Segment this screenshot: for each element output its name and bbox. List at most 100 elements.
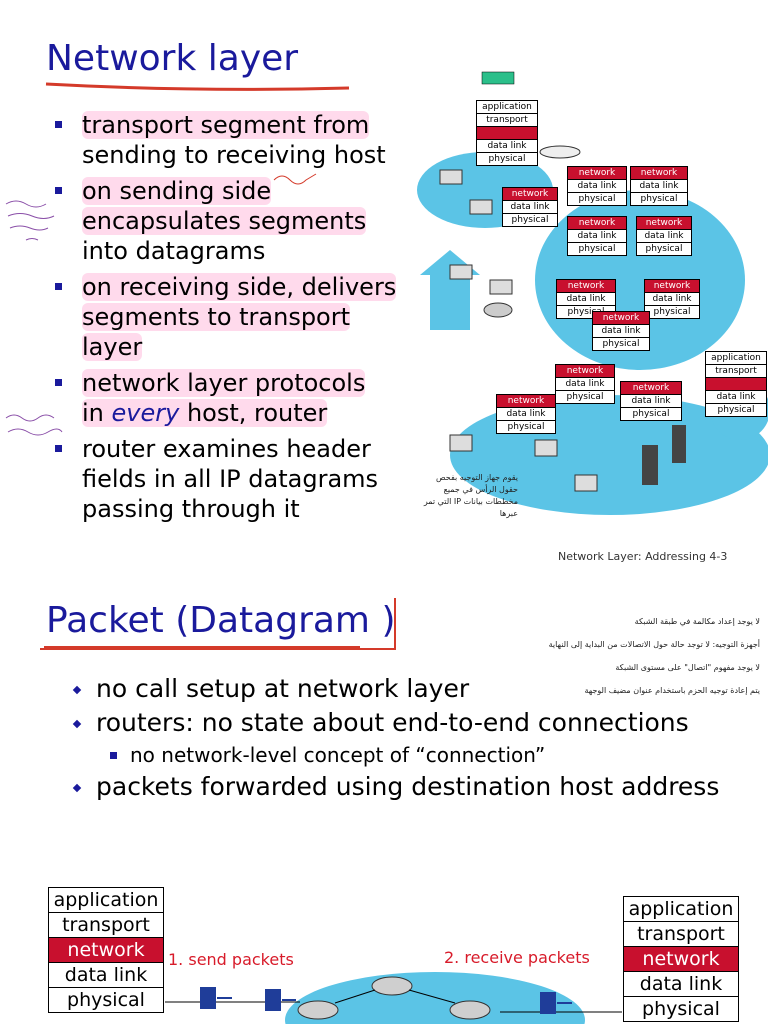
bullet-text: no network-level concept of “connection” <box>130 743 546 767</box>
router-stack: network data link physical <box>496 394 556 434</box>
router-icon <box>449 1000 491 1020</box>
bullet-text: segments to transport <box>82 303 351 331</box>
layer-data-link: data link <box>645 293 699 306</box>
bullet-diamond-icon <box>72 719 82 729</box>
layer-data-link: data link <box>49 963 163 988</box>
layer-physical: physical <box>67 989 145 1011</box>
arabic-note: لا يوجد إعداد مكالمة في طبقة الشبكة <box>634 617 760 626</box>
layer-application: application <box>706 352 766 365</box>
router-stack: network data link physical <box>644 279 700 319</box>
router-stack: network data link physical <box>636 216 692 256</box>
layer-physical: physical <box>567 307 605 317</box>
router-stack: network data link physical <box>502 187 558 227</box>
packet-icon <box>200 987 216 1009</box>
arabic-note: أجهزة التوجيه: لا توجد حالة حول الاتصالا… <box>548 640 760 649</box>
pc-icon <box>449 434 473 452</box>
layer-network: network <box>645 280 699 293</box>
bullet-packets-forwarded: packets forwarded using destination host… <box>72 770 720 804</box>
layer-physical: physical <box>645 244 683 254</box>
laptop-icon <box>439 169 463 185</box>
slide2-title: Packet (Datagram ) <box>46 600 396 641</box>
send-packets-label: 1. send packets <box>168 950 294 969</box>
layer-network: network <box>556 365 614 378</box>
layer-data-link: data link <box>497 408 555 421</box>
layer-physical: physical <box>653 307 691 317</box>
layer-physical: physical <box>640 194 678 204</box>
router-icon <box>371 976 413 996</box>
bullet-text: on sending side <box>82 177 272 205</box>
layer-network: network <box>557 280 615 293</box>
arabic-notes: لا يوجد إعداد مكالمة في طبقة الشبكة أجهز… <box>470 610 760 702</box>
bullet-router-examines: router examines header fields in all IP … <box>55 434 402 524</box>
bullet-square-icon <box>110 752 117 759</box>
pc-icon <box>534 439 558 457</box>
layer-physical: physical <box>507 422 545 432</box>
laptop-icon <box>489 279 513 295</box>
packet-icon <box>265 989 281 1011</box>
layer-data-link: data link <box>556 378 614 391</box>
link-line <box>408 989 456 1004</box>
layer-network: network <box>568 217 626 230</box>
bullet-transport-segment: transport segment from sending to receiv… <box>55 110 402 170</box>
layer-network: network <box>49 938 163 963</box>
bullet-receiving-side: on receiving side, delivers segments to … <box>55 272 402 362</box>
bullet-text: in <box>82 399 112 427</box>
server-icon <box>642 445 658 485</box>
bullet-square-icon <box>55 121 62 128</box>
bullet-text: on receiving side, delivers <box>82 273 397 301</box>
router-stack: network data link physical <box>630 166 688 206</box>
layer-network: network <box>621 382 681 395</box>
layer-data-link: data link <box>503 201 557 214</box>
arabic-note: يتم إعادة توجيه الحزم باستخدام عنوان مضي… <box>584 686 760 695</box>
handwritten-notes-annotation <box>5 200 55 241</box>
title-underline-annotation <box>45 82 350 91</box>
bullet-text: router examines header <box>82 435 371 463</box>
link-line <box>334 989 376 1004</box>
bullet-text: fields in all IP datagrams <box>82 465 379 493</box>
router-stack: network data link physical <box>620 381 682 421</box>
receive-packets-label: 2. receive packets <box>444 948 590 967</box>
receiver-stack: application transport network data link … <box>623 896 739 1022</box>
layer-data-link: data link <box>557 293 615 306</box>
layer-physical: physical <box>632 409 670 419</box>
layer-physical: physical <box>578 194 616 204</box>
emphasis-every: every <box>111 399 180 427</box>
layer-transport: transport <box>49 913 163 938</box>
datagram-path-diagram <box>165 972 622 1024</box>
packet-icon <box>481 71 515 85</box>
caption-line: مخططات بيانات IP التي تمر <box>423 497 518 506</box>
layer-network: network <box>624 947 738 972</box>
bullet-text: routers: no state about end-to-end conne… <box>96 708 689 737</box>
layer-physical: physical <box>511 215 549 225</box>
layer-data-link: data link <box>706 391 766 404</box>
title-underline-annotation <box>44 646 360 648</box>
router-stack: network data link physical <box>592 311 650 351</box>
layer-network: network <box>637 217 691 230</box>
bullet-routers-no-state: routers: no state about end-to-end conne… <box>72 706 716 740</box>
layer-data-link: data link <box>568 230 626 243</box>
caption-line: عبرها <box>499 509 518 518</box>
bullet-text: passing through it <box>82 495 300 523</box>
bullet-diamond-icon <box>72 783 82 793</box>
host-stack-right: application transport data link physical <box>705 351 767 417</box>
slide1-bullet-list: transport segment from sending to receiv… <box>55 110 402 524</box>
bullet-text: layer <box>82 333 143 361</box>
packet-icon <box>540 992 556 1014</box>
arabic-caption: يقوم جهاز التوجيه بفحص حقول الرأس في جمي… <box>412 472 518 520</box>
server-icon <box>672 425 686 463</box>
router-stack: network data link physical <box>567 166 627 206</box>
pc-icon <box>574 474 598 492</box>
layer-physical: physical <box>642 998 720 1020</box>
router-stack: network data link physical <box>555 364 615 404</box>
title-box-annotation <box>40 598 396 650</box>
bullet-text: packets forwarded using destination host… <box>96 772 720 801</box>
layer-network <box>706 378 766 391</box>
bullet-square-icon <box>55 283 62 290</box>
layer-transport: transport <box>477 114 537 127</box>
bullet-square-icon <box>55 187 62 194</box>
router-icon <box>483 302 513 318</box>
layer-network: network <box>503 188 557 201</box>
bullet-text: encapsulates segments <box>82 207 367 235</box>
layer-data-link: data link <box>593 325 649 338</box>
layer-physical: physical <box>488 154 526 164</box>
